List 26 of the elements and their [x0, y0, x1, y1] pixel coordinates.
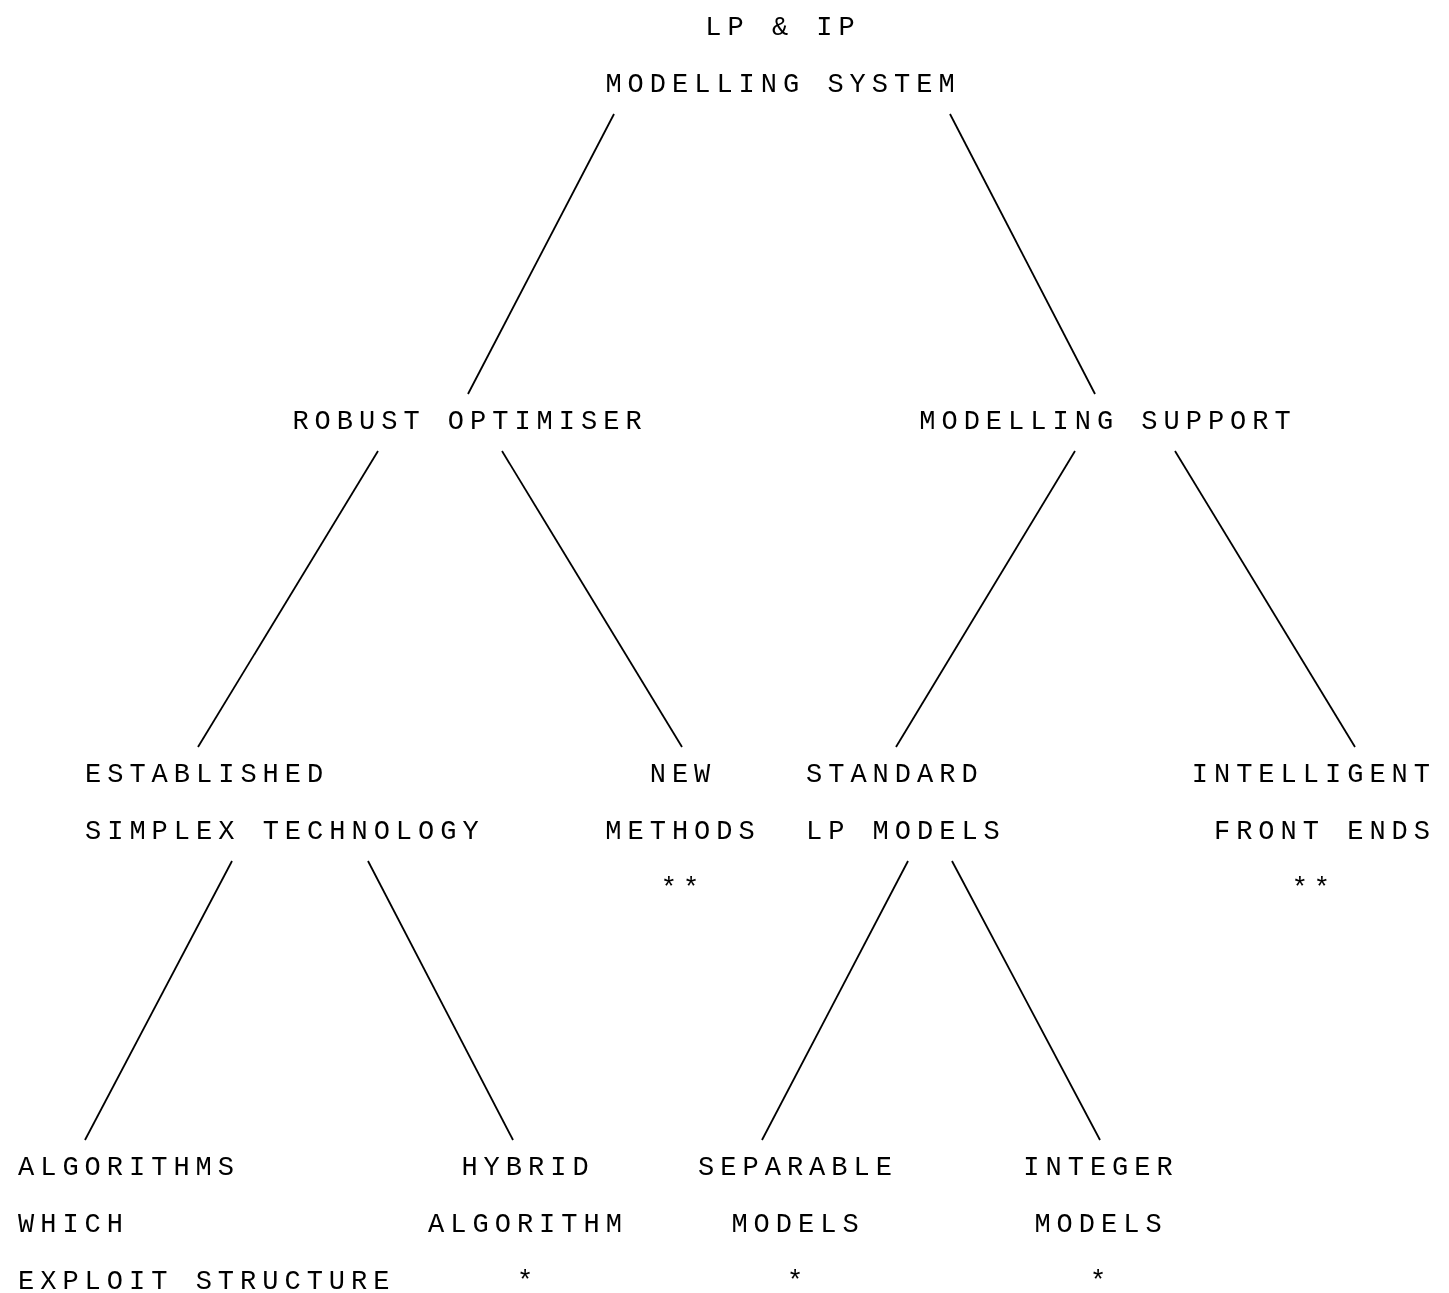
tree-label: NEW METHODS [604, 759, 761, 849]
tree-label: SEPARABLE MODELS [697, 1152, 898, 1242]
connector-line [84, 860, 233, 1141]
connector-line [895, 450, 1076, 748]
connector-line [501, 450, 683, 748]
footnote-mark: * [785, 1266, 811, 1293]
connector-line [761, 860, 909, 1141]
connector-line [467, 113, 615, 395]
connector-line [1174, 450, 1356, 748]
tree-label: INTELLIGENT FRONT ENDS [1190, 759, 1436, 849]
connector-line [367, 860, 514, 1141]
tree-label: INTEGER MODELS [1022, 1152, 1179, 1242]
tree-label: ALGORITHMS WHICH EXPLOIT STRUCTURE [17, 1152, 396, 1293]
footnote-mark: * [515, 1266, 541, 1293]
footnote-mark: * [1088, 1266, 1114, 1293]
tree-label: ROBUST OPTIMISER [291, 406, 648, 439]
tree-label: MODELLING SUPPORT [918, 406, 1297, 439]
tree-label: HYBRID ALGORITHM [427, 1152, 628, 1242]
connector-line [949, 113, 1096, 395]
tree-label: ESTABLISHED SIMPLEX TECHNOLOGY [84, 759, 485, 849]
tree-label: LP & IP MODELLING SYSTEM [604, 12, 961, 102]
footnote-mark: ** [1290, 873, 1338, 906]
tree-label: STANDARD LP MODELS [805, 759, 1006, 849]
footnote-mark: ** [659, 873, 707, 906]
connector-line [197, 450, 379, 748]
connector-line [951, 860, 1101, 1141]
